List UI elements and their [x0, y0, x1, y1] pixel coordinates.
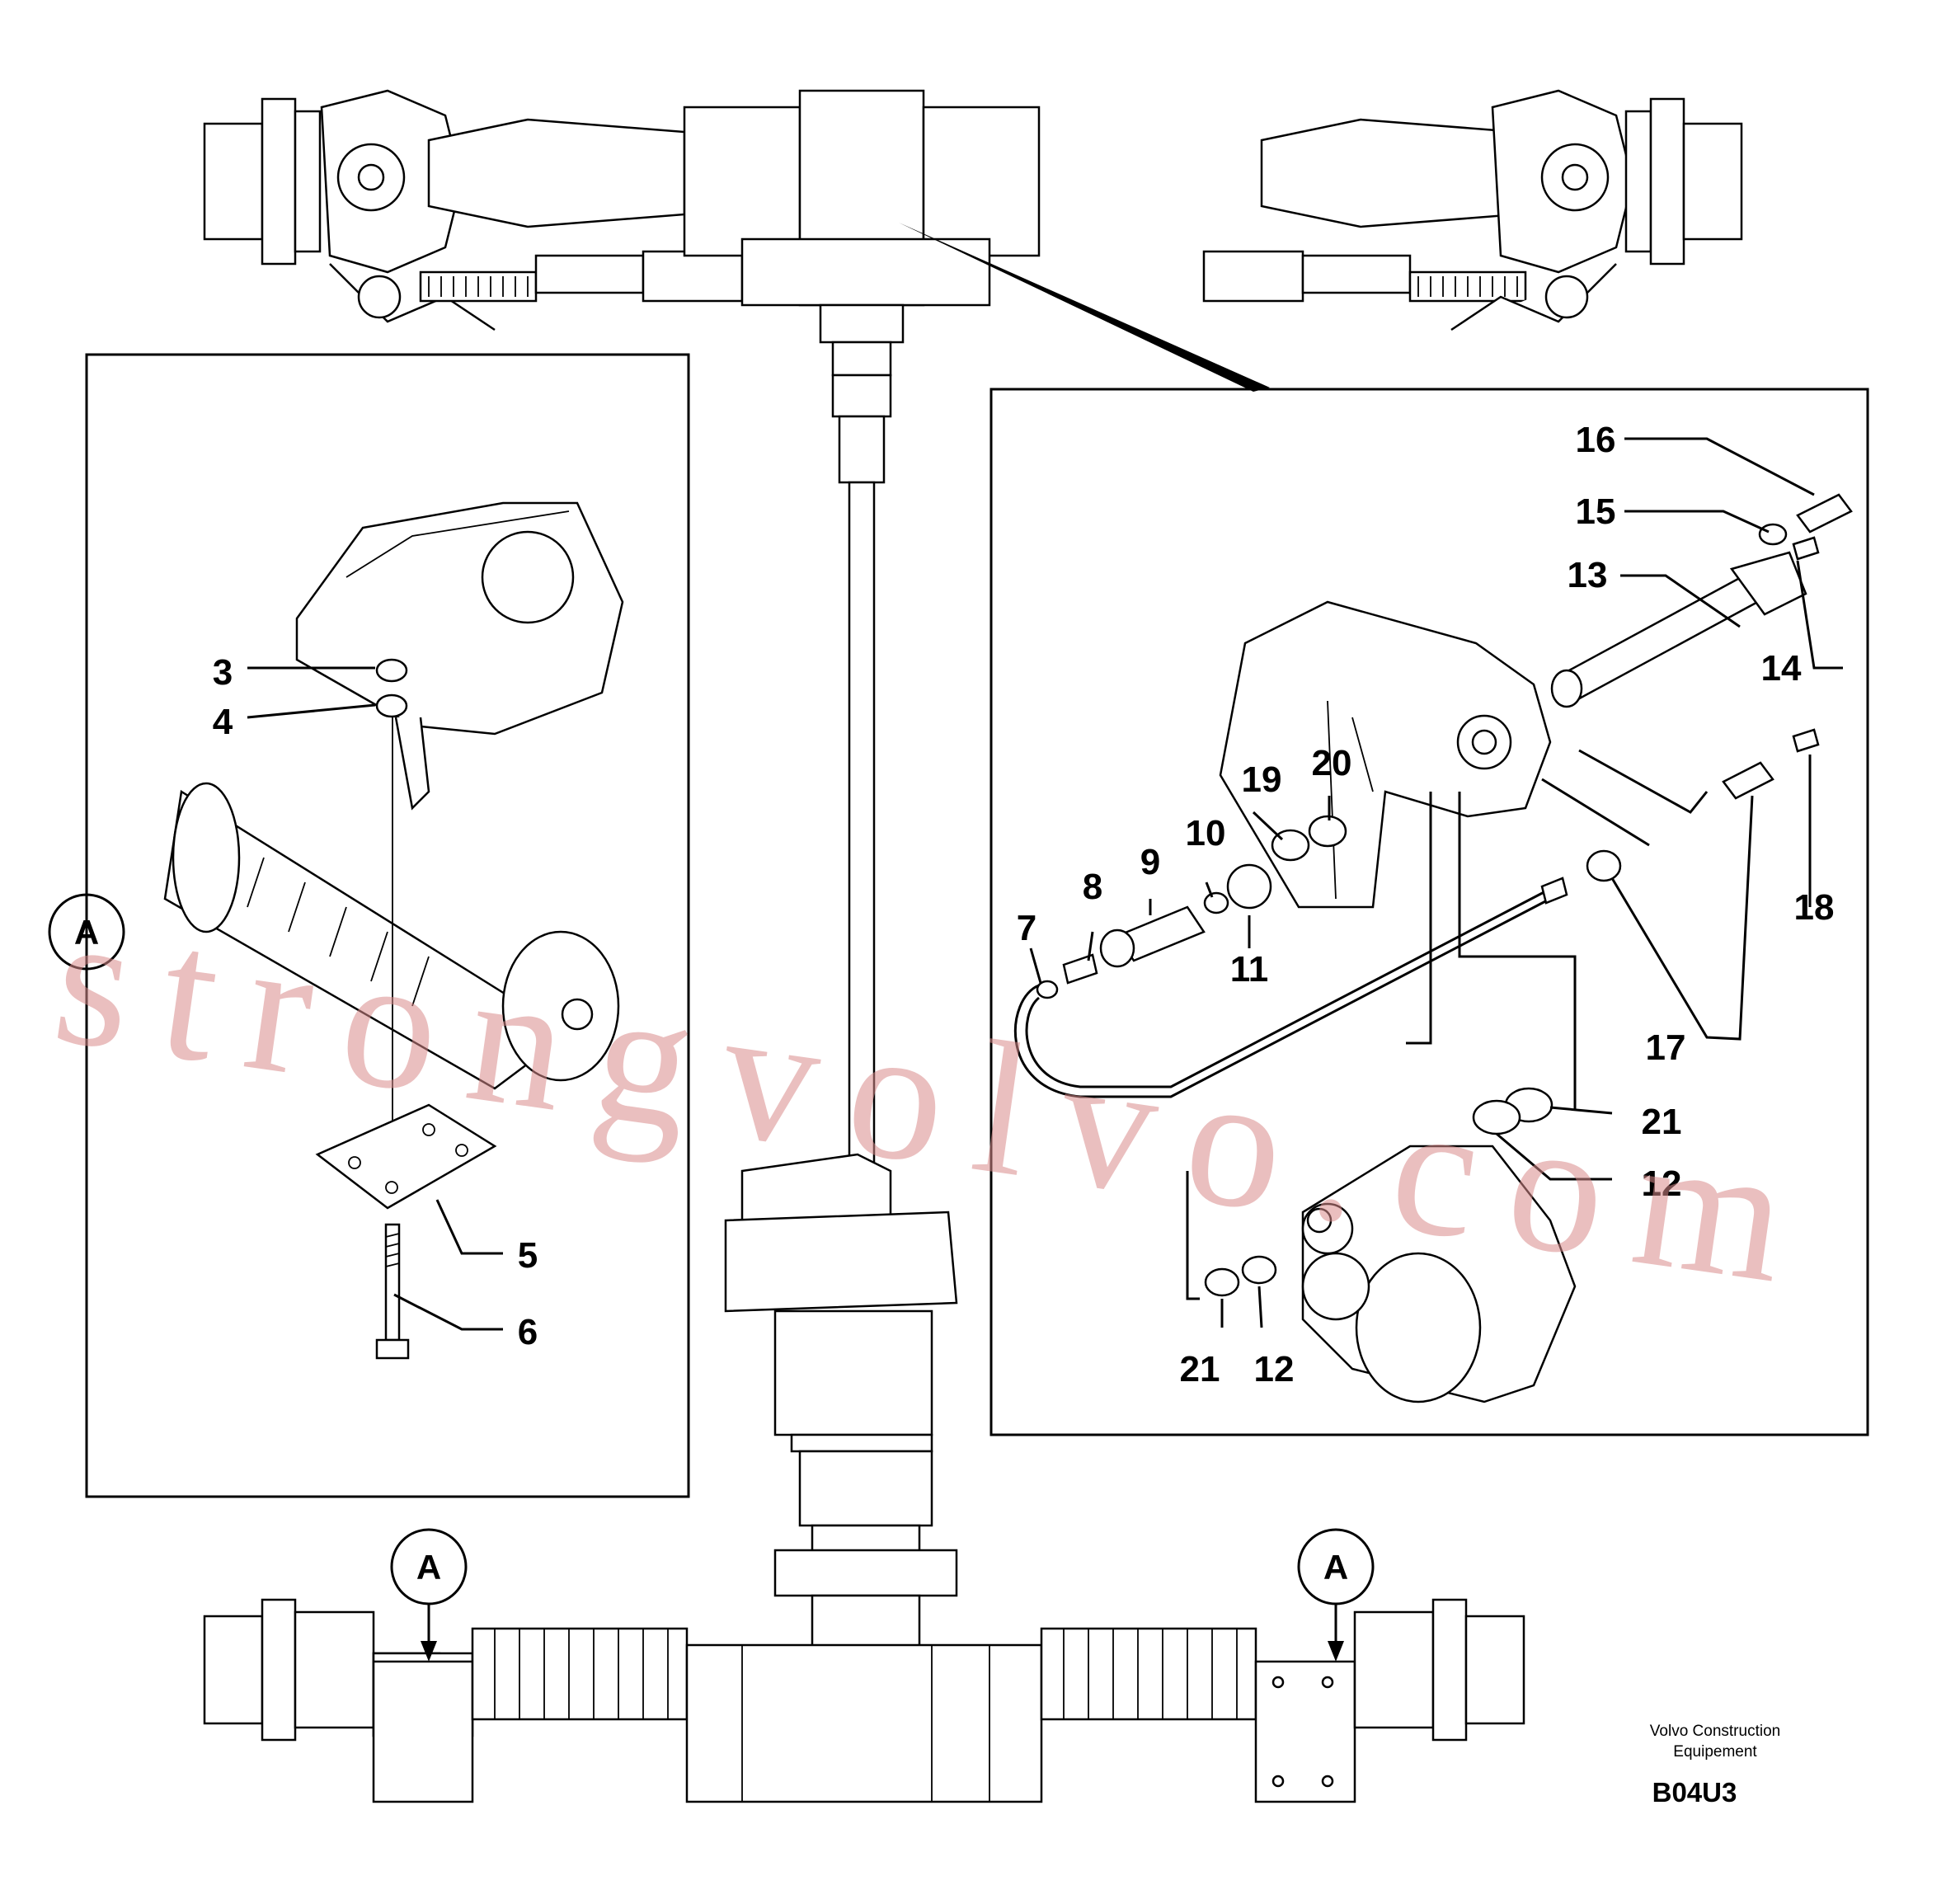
- callout-21-right: 21: [1642, 1102, 1682, 1142]
- callout-19: 19: [1242, 759, 1282, 800]
- view-marker-bottom-left: A: [390, 1528, 468, 1662]
- company-name: Volvo Construction: [1650, 1723, 1780, 1740]
- view-marker-bottom-right: A: [1297, 1528, 1375, 1662]
- callout-11: 11: [1230, 949, 1269, 990]
- callout-20: 20: [1312, 743, 1352, 783]
- drive-shaft: [724, 374, 958, 1655]
- callout-4: 4: [213, 702, 233, 742]
- callout-21-bottom: 21: [1180, 1349, 1220, 1389]
- callout-18: 18: [1794, 887, 1835, 928]
- callout-15: 15: [1576, 491, 1616, 532]
- callout-3: 3: [213, 652, 233, 693]
- detail-box-main: [989, 388, 1869, 1436]
- callout-6: 6: [518, 1312, 538, 1352]
- bottom-axle: [203, 1598, 1525, 1803]
- callout-5: 5: [518, 1235, 538, 1276]
- callout-13: 13: [1568, 555, 1608, 595]
- callout-12-bottom: 12: [1254, 1349, 1295, 1389]
- drawing-code: B04U3: [1652, 1777, 1737, 1808]
- detail-leader-wedge: [899, 223, 1270, 392]
- top-axle-assembly: [203, 89, 1743, 377]
- callout-14: 14: [1761, 648, 1802, 689]
- svg-text:A: A: [416, 1548, 441, 1587]
- callout-9: 9: [1140, 842, 1160, 882]
- detail-box-a: [85, 353, 690, 1498]
- svg-text:A: A: [1323, 1548, 1348, 1587]
- callout-8: 8: [1083, 867, 1102, 907]
- callout-16: 16: [1576, 420, 1616, 460]
- callout-12-right: 12: [1642, 1164, 1682, 1204]
- callout-10: 10: [1186, 813, 1226, 853]
- view-marker-left-detail: A: [48, 893, 125, 971]
- callout-17: 17: [1646, 1027, 1686, 1068]
- svg-text:A: A: [74, 913, 99, 952]
- company-name-line2: Equipement: [1673, 1743, 1757, 1761]
- callout-7: 7: [1017, 908, 1036, 948]
